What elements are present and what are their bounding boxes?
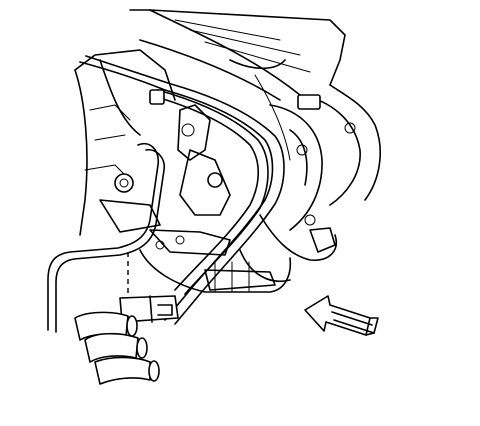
line-fittings	[74, 252, 179, 385]
transmission-housing	[129, 9, 381, 282]
transmission-pan	[139, 249, 292, 293]
fluid-cooler-lines	[47, 55, 286, 333]
direction-arrow	[304, 295, 379, 336]
engine-block	[74, 49, 231, 256]
